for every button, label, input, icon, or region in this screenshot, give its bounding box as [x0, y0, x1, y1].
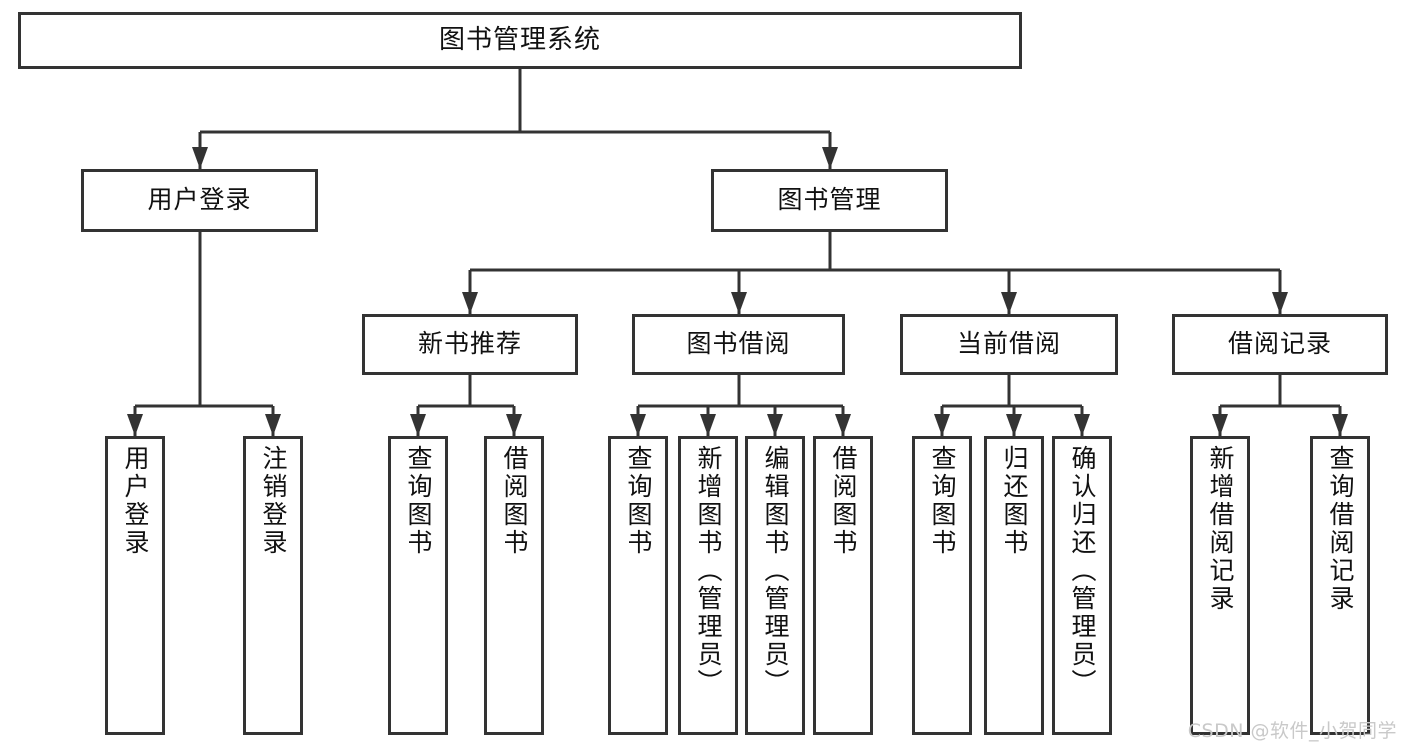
edge-arrowhead: [1006, 414, 1022, 436]
node-leaf_rec_1[interactable]: 新增借阅记录: [1190, 436, 1250, 735]
node-root[interactable]: 图书管理系统: [18, 12, 1022, 69]
node-label: 新书推荐: [417, 329, 522, 359]
node-leaf_bor_4[interactable]: 借阅图书: [813, 436, 873, 735]
edge-arrowhead: [934, 414, 950, 436]
edge-arrowhead: [192, 147, 208, 169]
watermark: CSDN @软件_小贺同学: [1187, 720, 1397, 742]
edge-arrowhead: [127, 414, 143, 436]
node-label: 新增图书（管理员）: [694, 445, 723, 697]
node-leaf_bor_2[interactable]: 新增图书（管理员）: [678, 436, 738, 735]
node-current[interactable]: 当前借阅: [900, 314, 1118, 375]
node-leaf_bor_1[interactable]: 查询图书: [608, 436, 668, 735]
node-label: 注销登录: [259, 445, 288, 557]
node-label: 用户登录: [147, 185, 252, 215]
node-label: 借阅图书: [500, 445, 529, 557]
edge-arrowhead: [1332, 414, 1348, 436]
node-leaf_bor_3[interactable]: 编辑图书（管理员）: [745, 436, 805, 735]
node-label: 用户登录: [121, 445, 150, 557]
node-bookmgmt[interactable]: 图书管理: [711, 169, 948, 232]
node-label: 查询图书: [928, 445, 957, 557]
node-label: 编辑图书（管理员）: [761, 445, 790, 697]
node-leaf_login_1[interactable]: 用户登录: [105, 436, 165, 735]
edge-arrowhead: [265, 414, 281, 436]
node-label: 查询图书: [404, 445, 433, 557]
node-leaf_cur_3[interactable]: 确认归还（管理员）: [1052, 436, 1112, 735]
node-leaf_cur_2[interactable]: 归还图书: [984, 436, 1044, 735]
node-leaf_new_1[interactable]: 查询图书: [388, 436, 448, 735]
node-label: 图书借阅: [686, 329, 791, 359]
edge-arrowhead: [731, 292, 747, 314]
node-leaf_cur_1[interactable]: 查询图书: [912, 436, 972, 735]
edge-arrowhead: [700, 414, 716, 436]
node-label: 借阅记录: [1227, 329, 1332, 359]
node-login[interactable]: 用户登录: [81, 169, 318, 232]
edge-arrowhead: [835, 414, 851, 436]
node-records[interactable]: 借阅记录: [1172, 314, 1388, 375]
edge-arrowhead: [1212, 414, 1228, 436]
node-label: 归还图书: [1000, 445, 1029, 557]
node-label: 当前借阅: [956, 329, 1061, 359]
node-label: 图书管理系统: [438, 24, 601, 55]
node-label: 新增借阅记录: [1206, 445, 1235, 613]
edge-arrowhead: [767, 414, 783, 436]
node-newbook[interactable]: 新书推荐: [362, 314, 578, 375]
edge-arrowhead: [630, 414, 646, 436]
edge-arrowhead: [1001, 292, 1017, 314]
node-label: 借阅图书: [829, 445, 858, 557]
node-label: 查询图书: [624, 445, 653, 557]
node-borrow[interactable]: 图书借阅: [632, 314, 845, 375]
node-leaf_new_2[interactable]: 借阅图书: [484, 436, 544, 735]
edge-arrowhead: [410, 414, 426, 436]
node-label: 查询借阅记录: [1326, 445, 1355, 613]
edge-arrowhead: [462, 292, 478, 314]
edge-arrowhead: [1272, 292, 1288, 314]
edge-arrowhead: [822, 147, 838, 169]
node-leaf_rec_2[interactable]: 查询借阅记录: [1310, 436, 1370, 735]
node-label: 图书管理: [777, 185, 882, 215]
node-label: 确认归还（管理员）: [1068, 445, 1097, 697]
edge-arrowhead: [1074, 414, 1090, 436]
node-leaf_login_2[interactable]: 注销登录: [243, 436, 303, 735]
edge-arrowhead: [506, 414, 522, 436]
